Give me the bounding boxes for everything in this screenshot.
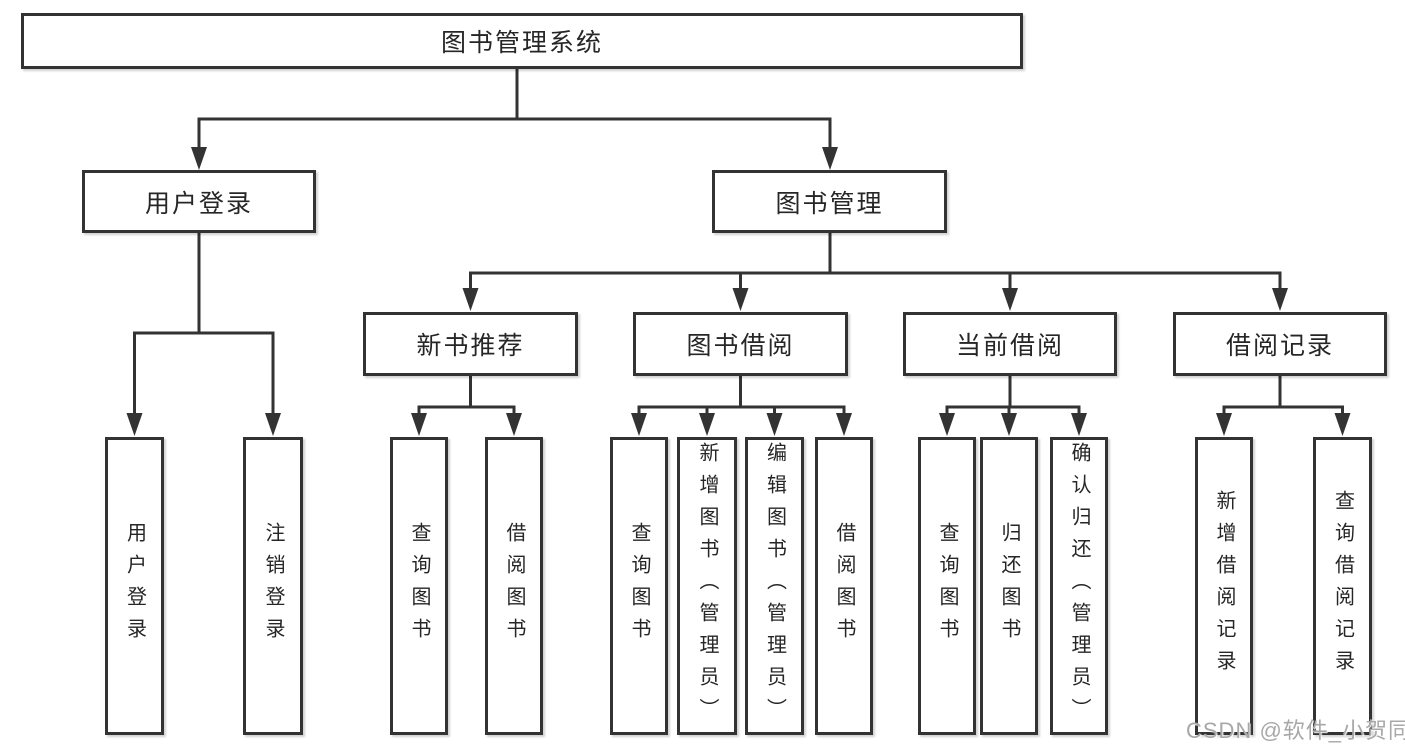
arrowhead-icon [732,288,749,311]
leaf-label: 借阅图书 [833,522,855,650]
node-label: 图书管理系统 [440,29,603,57]
arrowhead-icon [126,413,143,436]
leaf-label: 用户登录 [123,522,146,650]
leaf-query-books-borrow: 查询图书 [610,437,668,735]
arrowhead-icon [462,288,479,311]
arrowhead-icon [1272,288,1288,311]
arrowhead-icon [411,413,427,436]
leaf-query-books-recommend: 查询图书 [390,437,448,735]
arrowhead-icon [1216,413,1232,436]
leaf-label: 归还图书 [998,522,1020,650]
arrowhead-icon [822,147,838,170]
arrowhead-icon [766,413,783,436]
arrowhead-icon [1001,413,1017,436]
node-user-login: 用户登录 [82,170,316,233]
node-borrow-records: 借阅记录 [1173,312,1387,376]
node-book-borrow: 图书借阅 [633,312,848,376]
node-label: 图书管理 [775,189,884,218]
leaf-user-login: 用户登录 [105,437,164,735]
node-label: 图书借阅 [686,332,795,360]
arrowhead-icon [1071,413,1087,436]
arrowhead-icon [939,413,955,436]
node-label: 当前借阅 [955,332,1064,360]
csdn-watermark: CSDN @软件_小贺同学 [1186,718,1405,743]
leaf-logout: 注销登录 [243,437,303,735]
node-book-management: 图书管理 [712,170,947,233]
arrowhead-icon [699,413,715,436]
node-label: 借阅记录 [1225,332,1334,360]
leaf-label: 确认归还（管理员） [1068,442,1090,730]
leaf-label: 新增图书（管理员） [696,442,718,730]
node-current-borrow: 当前借阅 [903,312,1117,376]
arrowhead-icon [265,413,281,436]
leaf-edit-books-admin: 编辑图书（管理员） [745,437,804,735]
leaf-borrow-books-recommend: 借阅图书 [485,437,543,735]
leaf-label: 查询借阅记录 [1331,490,1354,682]
arrowhead-icon [1002,288,1018,311]
leaf-label: 编辑图书（管理员） [763,442,786,730]
arrowhead-icon [506,413,522,436]
leaf-return-books: 归还图书 [980,437,1038,735]
node-library-system: 图书管理系统 [21,13,1023,69]
arrowhead-icon [191,147,207,170]
node-label: 用户登录 [144,189,253,218]
node-new-book-recommend: 新书推荐 [363,312,578,376]
leaf-label: 查询图书 [628,522,650,650]
leaf-borrow-books-borrow: 借阅图书 [815,437,873,735]
leaf-confirm-return-admin: 确认归还（管理员） [1050,437,1108,735]
leaf-add-books-admin: 新增图书（管理员） [677,437,737,735]
arrowhead-icon [631,413,647,436]
leaf-label: 注销登录 [262,522,284,650]
leaf-query-borrow-record: 查询借阅记录 [1313,437,1372,735]
leaf-query-books-current: 查询图书 [918,437,976,735]
leaf-label: 查询图书 [936,522,958,650]
leaf-label: 新增借阅记录 [1213,490,1235,682]
leaf-add-borrow-record: 新增借阅记录 [1195,437,1253,735]
node-label: 新书推荐 [416,332,525,360]
arrowhead-icon [1334,413,1351,436]
leaf-label: 借阅图书 [503,522,525,650]
arrowhead-icon [836,413,852,436]
leaf-label: 查询图书 [408,522,430,650]
